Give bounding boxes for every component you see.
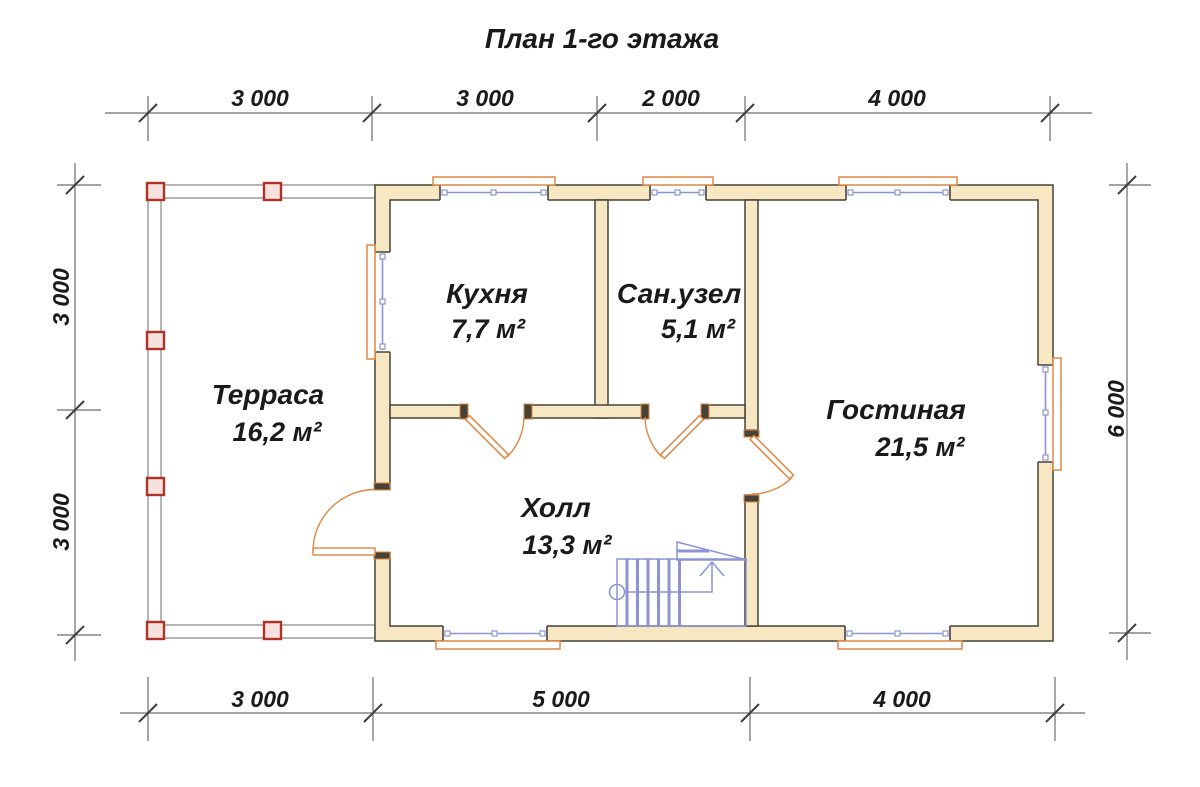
dimension-left: 3 000 3 000 [48,163,101,661]
door-kitchen [459,403,533,460]
terrace-post [145,476,166,497]
room-area-living: 21,5 м² [874,432,965,462]
terrace-structure [145,181,377,641]
room-area-hall: 13,3 м² [522,530,612,560]
door-living [743,429,795,503]
dim-top-3: 2 000 [641,85,700,111]
window-kitchen [432,176,556,196]
dim-bottom-1: 3 000 [231,686,289,712]
dimension-bottom: 3 000 5 000 4 000 [120,677,1085,741]
window-living-top [838,176,958,196]
dim-left-1: 3 000 [48,268,74,326]
dim-left-2: 3 000 [48,493,74,551]
room-name-terrace: Терраса [212,379,325,410]
dim-bottom-2: 5 000 [532,686,590,712]
door-entrance [312,482,391,560]
dim-top-2: 3 000 [456,85,514,111]
interior-walls [389,199,759,627]
dim-right-1: 6 000 [1103,380,1129,438]
terrace-post [262,620,283,641]
room-name-living: Гостиная [826,394,965,425]
door-bathroom [640,403,710,460]
window-bathroom [642,176,714,196]
dim-top-1: 3 000 [231,85,289,111]
room-name-hall: Холл [519,492,591,523]
dim-bottom-3: 4 000 [872,686,931,712]
room-name-bathroom: Сан.узел [617,278,741,309]
terrace-post [145,330,166,351]
dimension-right: 6 000 [1103,163,1151,660]
terrace-post [262,181,283,202]
dim-top-4: 4 000 [867,85,926,111]
stairs [608,541,748,627]
terrace-post [145,620,166,641]
room-name-kitchen: Кухня [446,278,528,309]
room-labels: Терраса 16,2 м² Кухня 7,7 м² Сан.узел 5,… [212,278,966,560]
room-area-bathroom: 5,1 м² [661,314,736,344]
room-area-terrace: 16,2 м² [232,417,322,447]
window-living-right [1042,357,1062,471]
window-living-bottom [837,630,963,650]
dimension-top: 3 000 3 000 2 000 4 000 [105,85,1092,141]
window-terrace-side [366,244,386,360]
terrace-post [145,181,166,202]
page-title: План 1-го этажа [485,23,719,54]
window-hall-bottom [435,630,561,650]
room-area-kitchen: 7,7 м² [451,314,526,344]
